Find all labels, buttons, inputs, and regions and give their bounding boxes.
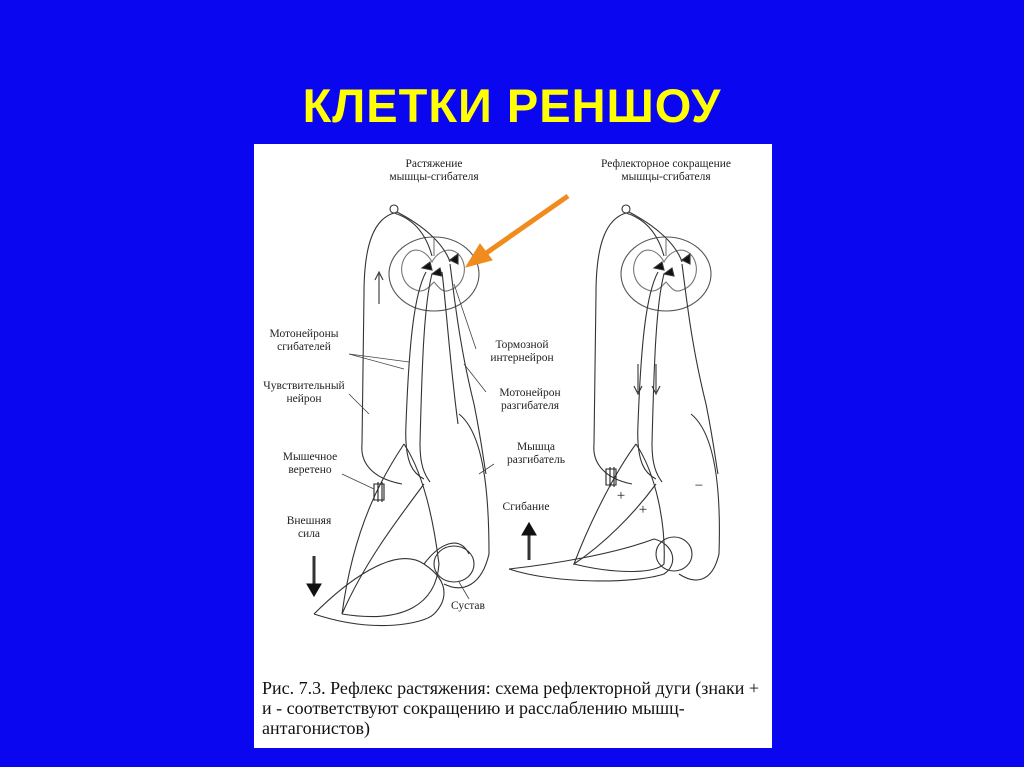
bone-left: [313, 558, 445, 627]
reflex-arc-figure: Растяжение мышцы-сгибателя Рефлекторное …: [254, 144, 772, 748]
extensor-muscle-left: [443, 413, 490, 589]
joint-left: [433, 545, 475, 583]
slide-title: КЛЕТКИ РЕНШОУ: [302, 79, 722, 132]
joint-right: [655, 536, 693, 572]
grey-matter-right: [633, 249, 697, 292]
extensor-muscle-right: [678, 413, 720, 581]
minus-sign: −: [694, 478, 704, 494]
muscle-spindle-label: Мышечное веретено: [282, 451, 338, 476]
plus-sign-2: +: [638, 502, 648, 518]
highlight-arrow: [464, 193, 570, 268]
inhibitory-interneuron-label: Тормозной интернейрон: [490, 339, 554, 364]
grey-matter-left: [401, 249, 465, 292]
left-header-label: Растяжение мышцы-сгибателя: [389, 158, 479, 183]
plus-sign-1: +: [616, 488, 626, 504]
flexor-muscle-left: [341, 443, 425, 615]
sensory-neuron-label: Чувствительный нейрон: [263, 380, 345, 405]
extensor-muscle-label: Мышца разгибатель: [506, 441, 566, 466]
joint-label: Сустав: [451, 600, 485, 612]
right-header-label: Рефлекторное сокращение мышцы-сгибателя: [601, 158, 731, 183]
flexion-label: Сгибание: [502, 501, 550, 513]
spinal-cord-right: [620, 236, 712, 312]
flexor-motoneurons-label: Мотонейроны сгибателей: [269, 328, 339, 353]
external-force-label: Внешняя сила: [286, 515, 332, 540]
bone-right: [508, 538, 674, 582]
dorsal-ganglion-left: [389, 204, 399, 214]
extensor-motoneuron-label: Мотонейрон разгибателя: [499, 387, 561, 412]
reflex-arc-diagram: [306, 193, 720, 627]
figure-caption: Рис. 7.3. Рефлекс растяжения: схема рефл…: [262, 678, 759, 738]
dorsal-ganglion-right: [621, 204, 631, 214]
spinal-cord-left: [388, 236, 480, 312]
